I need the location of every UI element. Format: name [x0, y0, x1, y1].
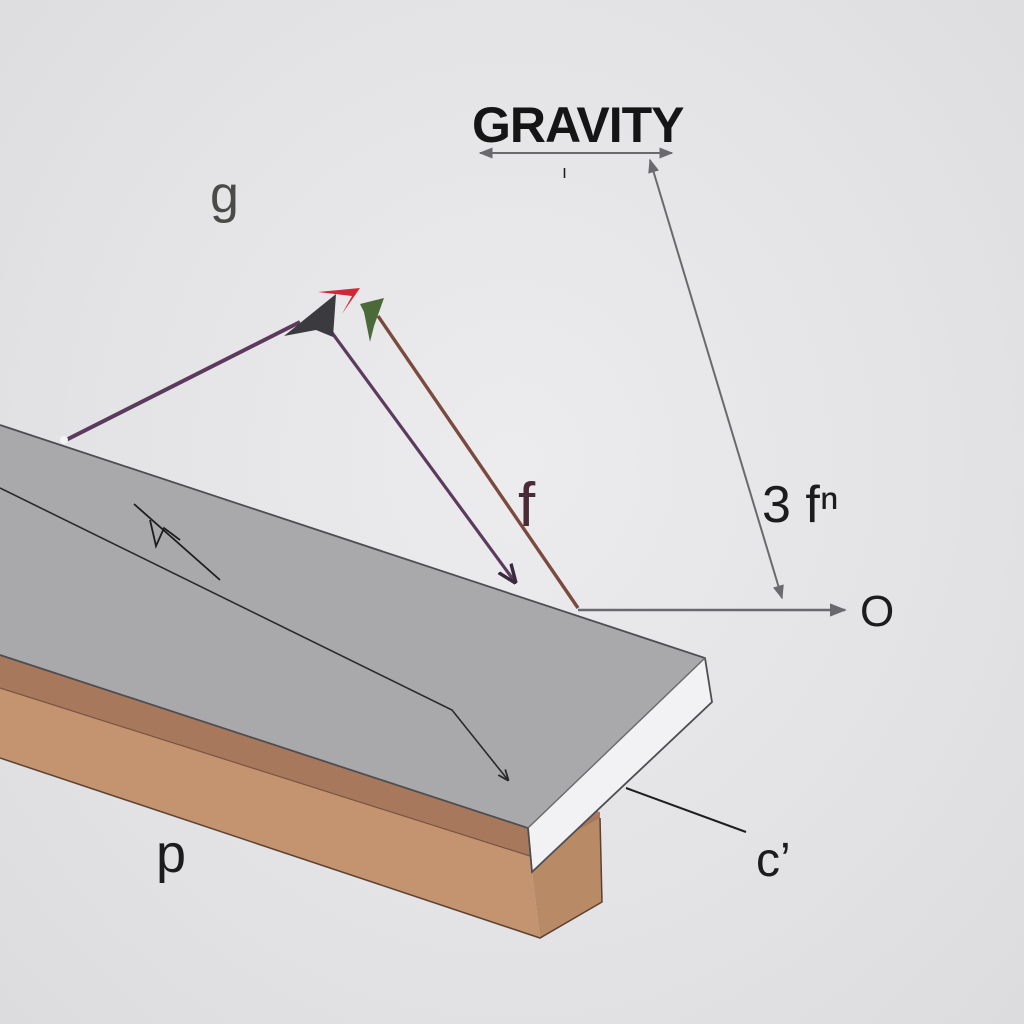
- label-c: c’: [756, 834, 791, 887]
- gravity-vector-line: [648, 158, 784, 600]
- green-arrowhead: [360, 298, 384, 342]
- label-3f: 3 fⁿ: [762, 476, 839, 534]
- title-tick-mark: ı: [562, 162, 567, 182]
- pointer-line-to-c: [625, 787, 747, 833]
- small-arrow-barb: [149, 519, 181, 549]
- vector-origin-dot: [60, 436, 68, 444]
- label-g: g: [210, 166, 239, 224]
- plank-front-edge: [528, 658, 712, 872]
- plank-top-face: [0, 425, 705, 828]
- purple-force-vector: [65, 320, 301, 442]
- brown-normal-vector: [376, 315, 580, 609]
- label-f: f: [518, 471, 536, 540]
- label-p: p: [156, 824, 186, 884]
- label-o: O: [860, 587, 894, 636]
- incline-force-line: [0, 487, 508, 780]
- purple-descending-vector: [328, 329, 515, 582]
- dark-apex-arrowhead: [284, 294, 336, 337]
- gravity-title: GRAVITY: [472, 97, 684, 153]
- plank-force-lines: [0, 487, 508, 780]
- beam-outline: [0, 757, 603, 939]
- red-arrowhead: [318, 288, 360, 314]
- plank-outline: [0, 424, 713, 874]
- beam-edge-line: [0, 687, 531, 857]
- beam-front-face: [0, 688, 540, 938]
- small-arrow-shaft: [133, 503, 221, 581]
- plank-edge-line: [527, 657, 706, 829]
- inclined-plank: [0, 424, 713, 874]
